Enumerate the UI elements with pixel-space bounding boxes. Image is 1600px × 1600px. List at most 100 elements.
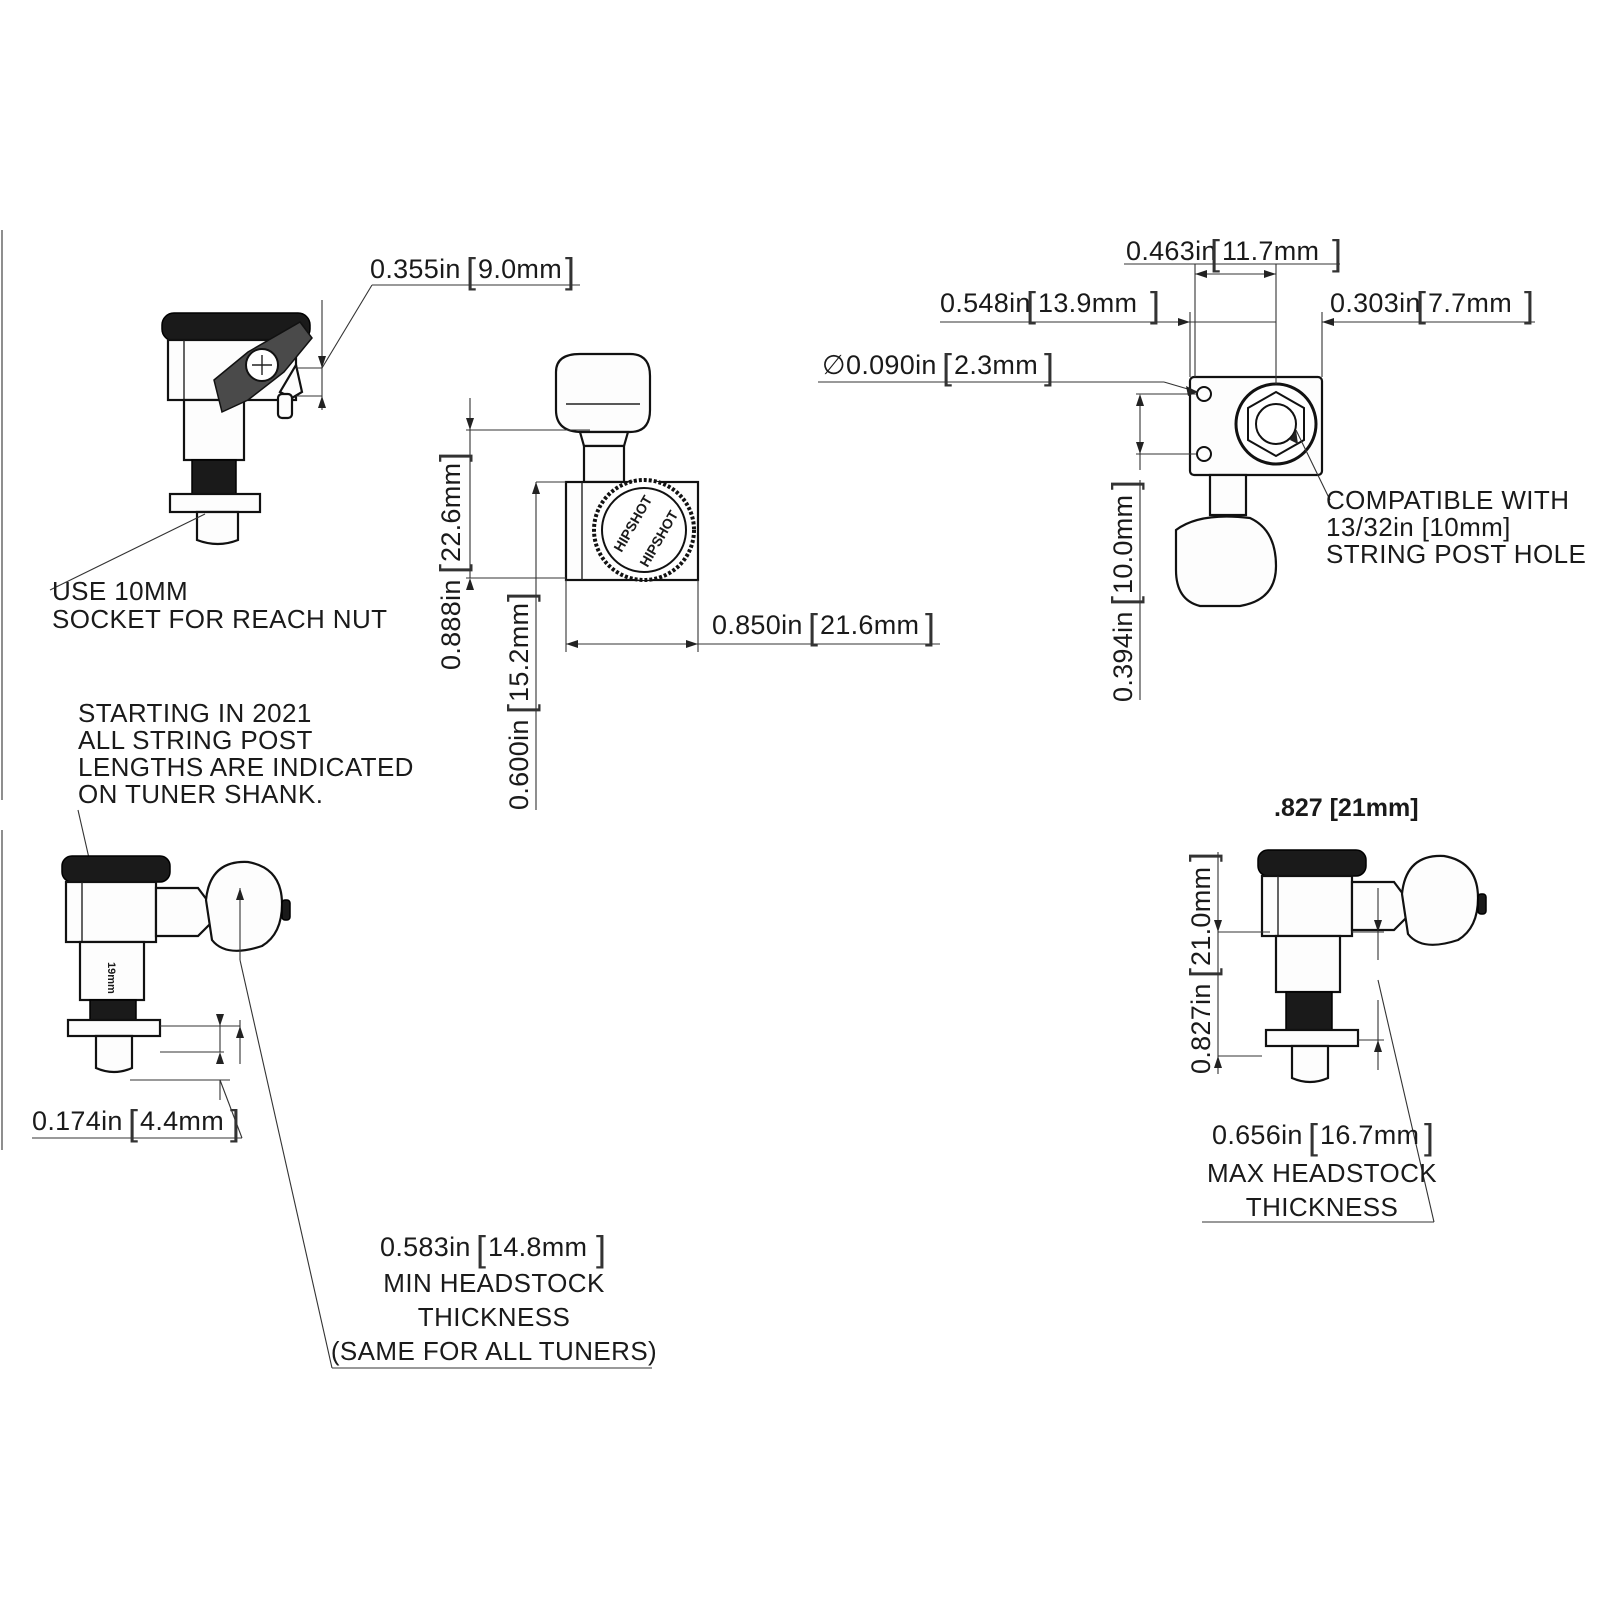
dim-0-888-0-600-0-850 [466, 398, 940, 810]
thread-nut [1285, 991, 1333, 1031]
svg-text:[: [ [1104, 596, 1145, 606]
leader-line [49, 513, 206, 591]
tuner-housing [64, 880, 158, 944]
dimension-mm: 14.8mm [488, 1232, 587, 1262]
thread-nut [191, 459, 237, 495]
dimension-inch: 0.827in [1186, 983, 1216, 1074]
tuner-button [554, 352, 652, 434]
button-shaft [582, 444, 626, 484]
svg-text:]: ] [1044, 346, 1054, 387]
dimension-inch: 0.548in [940, 288, 1031, 318]
svg-text:]: ] [1150, 284, 1160, 325]
max-headstock-line2: THICKNESS [1246, 1192, 1398, 1222]
tuner-button [1174, 515, 1278, 608]
svg-text:]: ] [596, 1228, 606, 1269]
svg-text:]: ] [1332, 232, 1342, 273]
dimension-mm: 10.0mm [1108, 495, 1138, 594]
post-end [195, 510, 240, 546]
thread-nut [89, 999, 137, 1021]
diameter-symbol: ∅ [822, 350, 846, 380]
svg-text:]: ] [500, 592, 541, 602]
tuner-cap [1257, 849, 1367, 877]
dimension-mm: 21.0mm [1186, 867, 1216, 966]
dimension-mm: 15.2mm [504, 603, 534, 702]
dimension-inch: 0.656in [1212, 1120, 1303, 1150]
tuner-side-view-max [1257, 849, 1487, 1084]
tuner-back-view [1174, 375, 1324, 608]
compatible-note-line1: COMPATIBLE WITH [1326, 485, 1569, 515]
dimension-mm: 21.6mm [820, 610, 919, 640]
svg-text:[: [ [500, 704, 541, 714]
svg-text:[: [ [942, 346, 952, 387]
dimension-inch: 0.888in [436, 579, 466, 670]
arrow-markers [216, 270, 1382, 1068]
starting-note-line1: STARTING IN 2021 [78, 698, 312, 728]
max-headstock-line1: MAX HEADSTOCK [1207, 1158, 1437, 1188]
screw-hole [1196, 386, 1212, 402]
screw-hole [1196, 446, 1212, 462]
tuner-button [1400, 854, 1480, 946]
dimension-inch: 0.600in [504, 719, 534, 810]
washer [168, 492, 262, 514]
washer [66, 1018, 162, 1038]
button-shaft [1208, 473, 1248, 517]
svg-text:]: ] [1182, 852, 1223, 862]
tuner-front-view: HIPSHOT HIPSHOT [554, 352, 700, 582]
svg-text:]: ] [565, 250, 575, 291]
svg-text:[: [ [1308, 1116, 1318, 1157]
tuner-cap [61, 855, 171, 883]
dimension-inch: 0.090in [846, 350, 937, 380]
compatible-note-line2: 13/32in [10mm] [1326, 512, 1511, 542]
dimension-inch: 0.850in [712, 610, 803, 640]
dim-0-355 [296, 284, 580, 410]
tuner-side-view-wing [161, 312, 313, 546]
svg-text:[: [ [1182, 968, 1223, 978]
tuner-bushing [182, 398, 246, 462]
svg-text:[: [ [476, 1228, 486, 1269]
min-headstock-line1: MIN HEADSTOCK [383, 1268, 605, 1298]
dimension-mm: 22.6mm [436, 463, 466, 562]
socket-note-line1: USE 10MM [52, 576, 188, 606]
string-post-hole [1255, 403, 1297, 445]
washer [1264, 1028, 1360, 1048]
tuner-bushing [78, 940, 146, 1002]
svg-text:]: ] [432, 452, 473, 462]
svg-text:]: ] [925, 606, 935, 647]
tuner-side-view-min: 19mm [61, 855, 291, 1074]
dimension-inch: 0.174in [32, 1106, 123, 1136]
svg-text:[: [ [808, 606, 818, 647]
dim-0-174-0-583 [32, 888, 652, 1369]
dimension-inch: 0.394in [1108, 611, 1138, 702]
tuner-button [204, 860, 284, 952]
dimension-mm: 16.7mm [1320, 1120, 1419, 1150]
dimension-inch: 0.303in [1330, 288, 1421, 318]
tuner-bushing [1274, 934, 1342, 994]
min-headstock-line2: THICKNESS [418, 1302, 570, 1332]
post-end [94, 1034, 134, 1074]
dimension-inch: 0.355in [370, 254, 461, 284]
dimension-mm: 7.7mm [1428, 288, 1512, 318]
title-label: .827 [21mm] [1274, 794, 1419, 822]
svg-text:]: ] [1524, 284, 1534, 325]
tuner-housing [1260, 874, 1354, 938]
svg-text:]: ] [1104, 480, 1145, 490]
svg-text:]: ] [1424, 1116, 1434, 1157]
dimension-inch: 0.583in [380, 1232, 471, 1262]
min-headstock-line3: (SAME FOR ALL TUNERS) [331, 1336, 657, 1366]
svg-text:[: [ [466, 250, 476, 291]
svg-text:[: [ [432, 564, 473, 574]
starting-note-line4: ON TUNER SHANK. [78, 779, 323, 809]
compatible-note-line3: STRING POST HOLE [1326, 539, 1586, 569]
svg-text:[: [ [128, 1102, 138, 1143]
shank-mark: 19mm [105, 962, 117, 994]
dimension-inch: 0.463in [1126, 236, 1217, 266]
dimension-mm: 9.0mm [478, 254, 562, 284]
svg-text:[: [ [1416, 284, 1426, 325]
dimension-mm: 13.9mm [1038, 288, 1137, 318]
post-end [1290, 1044, 1330, 1084]
svg-text:[: [ [1210, 232, 1220, 273]
svg-text:]: ] [230, 1102, 240, 1143]
dimension-mm: 2.3mm [954, 350, 1038, 380]
svg-text:[: [ [1026, 284, 1036, 325]
